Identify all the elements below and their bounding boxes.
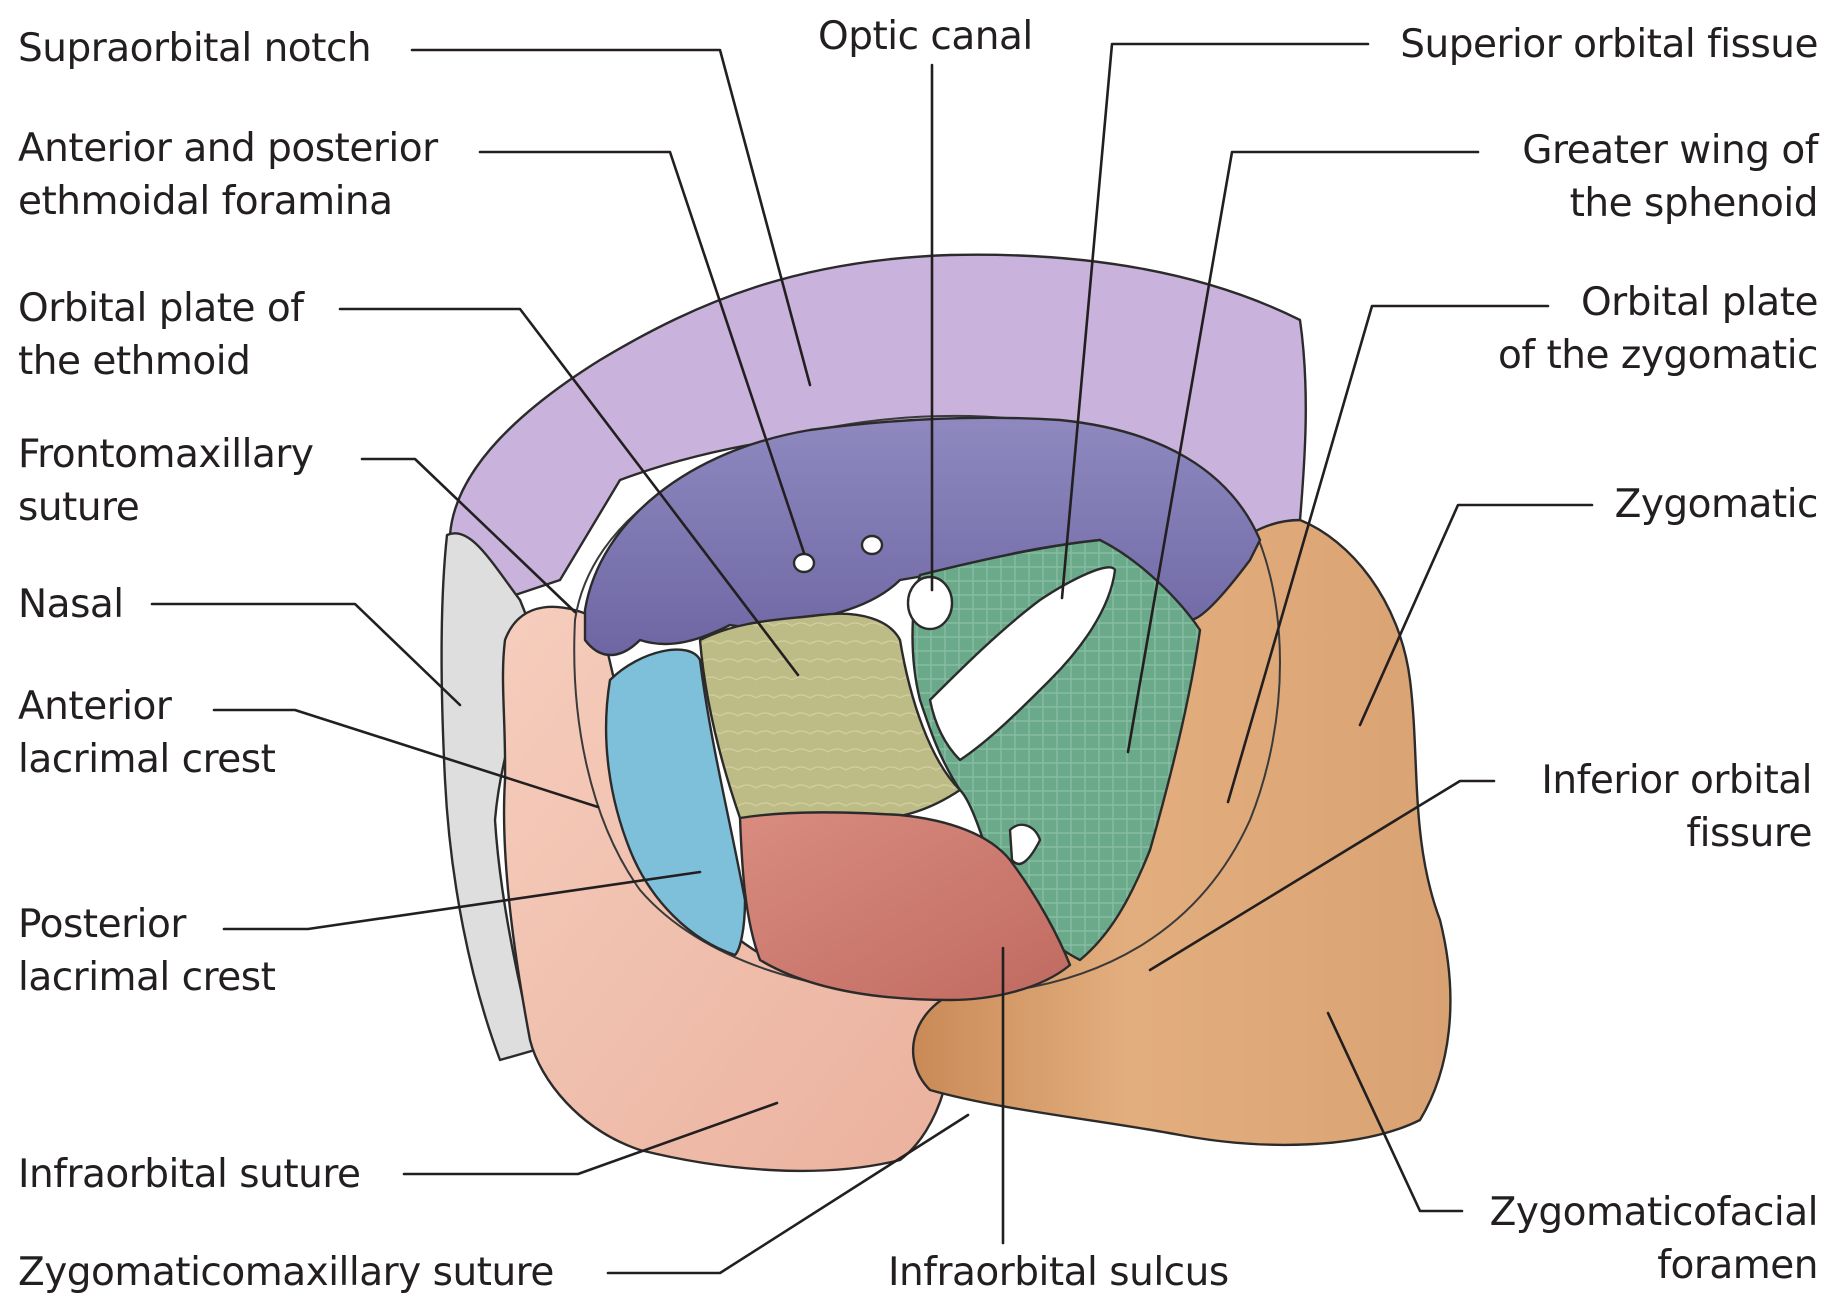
label-text: suture [18,481,314,534]
label-text: foramen [1490,1239,1818,1292]
label-posterior-lacrimal-crest: Posterior lacrimal crest [18,898,275,1004]
label-ethmoidal-foramina: Anterior and posterior ethmoidal foramin… [18,122,438,228]
label-text: Posterior [18,898,275,951]
label-zygomatic: Zygomatic [1615,478,1818,531]
label-frontomaxillary-suture: Frontomaxillary suture [18,428,314,534]
label-text: Zygomatic [1615,478,1818,531]
label-greater-wing: Greater wing of the sphenoid [1522,124,1818,230]
optic-canal [908,577,952,629]
ethmoidal-foramen-posterior [862,536,882,554]
label-orbital-plate-zygomatic: Orbital plate of the zygomatic [1498,276,1818,382]
label-infraorbital-suture: Infraorbital suture [18,1148,361,1201]
label-supraorbital-notch: Supraorbital notch [18,22,371,75]
label-text: lacrimal crest [18,733,275,786]
label-text: Greater wing of [1522,124,1818,177]
label-zygomaticomaxillary-suture: Zygomaticomaxillary suture [18,1246,554,1299]
label-text: lacrimal crest [18,951,275,1004]
label-text: Zygomaticomaxillary suture [18,1246,554,1299]
label-text: the sphenoid [1522,177,1818,230]
label-zygomaticofacial-foramen: Zygomaticofacial foramen [1490,1186,1818,1292]
label-text: Zygomaticofacial [1490,1186,1818,1239]
label-text: of the zygomatic [1498,329,1818,382]
label-text: Inferior orbital [1541,754,1812,807]
label-text: Optic canal [818,10,1033,63]
label-text: ethmoidal foramina [18,175,438,228]
label-orbital-plate-ethmoid: Orbital plate of the ethmoid [18,282,304,388]
label-superior-orbital-fissure: Superior orbital fissue [1400,18,1818,71]
label-text: Anterior [18,680,275,733]
label-text: Nasal [18,578,124,631]
label-text: Anterior and posterior [18,122,438,175]
label-text: the ethmoid [18,335,304,388]
label-text: Orbital plate of [18,282,304,335]
label-text: Supraorbital notch [18,22,371,75]
label-text: Frontomaxillary [18,428,314,481]
label-text: Orbital plate [1498,276,1818,329]
ethmoidal-foramen-anterior [794,554,814,572]
label-anterior-lacrimal-crest: Anterior lacrimal crest [18,680,275,786]
label-text: Infraorbital sulcus [888,1246,1229,1299]
label-optic-canal: Optic canal [818,10,1033,63]
label-inferior-orbital-fissure: Inferior orbital fissure [1541,754,1812,860]
label-text: fissure [1541,807,1812,860]
label-text: Infraorbital suture [18,1148,361,1201]
label-infraorbital-sulcus: Infraorbital sulcus [888,1246,1229,1299]
label-text: Superior orbital fissue [1400,18,1818,71]
label-nasal: Nasal [18,578,124,631]
